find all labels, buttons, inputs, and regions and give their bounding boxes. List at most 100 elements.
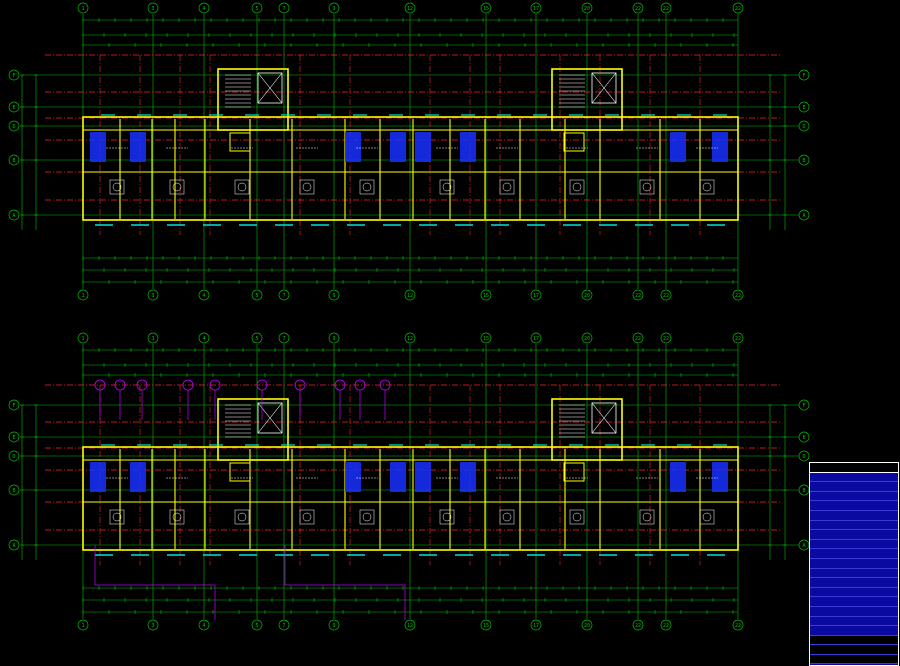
grid-bubble-number	[328, 332, 340, 344]
fixture-circle	[642, 182, 652, 192]
schedule-cell	[810, 529, 840, 540]
schedule-cell	[810, 539, 840, 550]
grid-bubble-label: A	[802, 543, 805, 549]
bathroom-fill	[345, 132, 361, 162]
grid-bubble-number	[480, 2, 492, 14]
schedule-cell	[839, 587, 869, 598]
grid-bubble-label: 15	[483, 623, 489, 629]
bathroom-fill	[460, 462, 476, 492]
grid-bubble-number	[404, 332, 416, 344]
schedule-cell	[810, 500, 840, 511]
exterior-wall	[82, 446, 739, 551]
schedule-cell	[810, 491, 840, 502]
grid-bubble-label: B	[12, 488, 15, 494]
grid-bubble-label: 20	[584, 623, 590, 629]
schedule-row	[810, 616, 898, 627]
schedule-row	[810, 491, 898, 502]
grid-bubble-label: 3	[151, 336, 154, 342]
column-leader	[94, 545, 216, 620]
schedule-cell	[839, 635, 869, 646]
grid-bubble-label: 4	[202, 623, 205, 629]
grid-bubble-number	[732, 619, 744, 631]
fixture	[639, 509, 655, 525]
fixture-circle	[112, 512, 122, 522]
grid-bubble-label: 17	[533, 6, 539, 12]
elevator-car	[563, 132, 585, 152]
fixture	[109, 509, 125, 525]
grid-bubble-label: 1	[81, 336, 84, 342]
fixture	[299, 179, 315, 195]
fixture-circle	[702, 512, 712, 522]
grid-bubble-number	[328, 289, 340, 301]
fixture-circle	[302, 182, 312, 192]
grid-bubble-number	[732, 289, 744, 301]
fixture	[499, 509, 515, 525]
grid-bubble-label: 15	[483, 336, 489, 342]
bathroom-fill	[90, 462, 106, 492]
grid-bubble-number	[660, 332, 672, 344]
schedule-cell	[868, 635, 898, 646]
fixture	[439, 509, 455, 525]
grid-bubble-number	[251, 619, 263, 631]
grid-bubble-number	[480, 332, 492, 344]
grid-bubble-number	[251, 2, 263, 14]
grid-bubble-label: F	[802, 403, 805, 409]
grid-bubble-number	[404, 2, 416, 14]
bathroom-fill	[712, 132, 728, 162]
fixture	[234, 509, 250, 525]
schedule-cell	[810, 654, 840, 665]
schedule-cell	[839, 644, 869, 655]
fixture	[169, 509, 185, 525]
grid-bubble-label: B	[802, 158, 805, 164]
fixture	[569, 179, 585, 195]
elevator-shaft	[591, 402, 617, 434]
grid-bubble-label: 22	[663, 336, 669, 342]
elevator-cross	[257, 72, 283, 104]
grid-bubble-letter	[8, 484, 20, 496]
fixture-circle	[362, 512, 372, 522]
fixture	[569, 509, 585, 525]
grid-bubble-label: 22	[735, 623, 741, 629]
grid-bubble-label: 22	[663, 623, 669, 629]
grid-bubble-number	[147, 619, 159, 631]
grid-bubble-number	[530, 332, 542, 344]
fixture-circle	[302, 512, 312, 522]
grid-bubble-label: 15	[483, 293, 489, 299]
schedule-cell	[868, 491, 898, 502]
schedule-cell	[810, 587, 840, 598]
grid-bubble-number	[278, 2, 290, 14]
schedule-cell	[810, 481, 840, 492]
grid-bubble-letter	[8, 399, 20, 411]
grid-bubble-label: 9	[332, 336, 335, 342]
schedule-row	[810, 606, 898, 617]
schedule-row	[810, 644, 898, 655]
grid-bubble-label: 22	[635, 293, 641, 299]
grid-bubble-letter	[8, 154, 20, 166]
grid-bubble-label: 22	[735, 293, 741, 299]
exterior-wall	[82, 116, 739, 221]
grid-bubble-label: A	[802, 213, 805, 219]
grid-bubble-label: 17	[533, 336, 539, 342]
bathroom-fill	[90, 132, 106, 162]
bathroom-fill	[712, 462, 728, 492]
fixture-circle	[702, 182, 712, 192]
schedule-cell	[810, 635, 840, 646]
grid-bubble-label: 3	[151, 6, 154, 12]
bathroom-fill	[415, 462, 431, 492]
floor-schedule-table	[809, 462, 899, 666]
schedule-cell	[810, 577, 840, 588]
fixture-circle	[502, 182, 512, 192]
grid-bubble-letter	[798, 450, 810, 462]
fixture-circle	[502, 512, 512, 522]
schedule-row	[810, 472, 898, 483]
fixture-circle	[442, 512, 452, 522]
fixture	[639, 179, 655, 195]
schedule-cell	[839, 606, 869, 617]
schedule-row	[810, 529, 898, 540]
grid-bubble-label: 7	[282, 336, 285, 342]
grid-bubble-number	[581, 619, 593, 631]
fixture-circle	[362, 182, 372, 192]
grid-bubble-label: D	[802, 124, 805, 130]
schedule-cell	[868, 548, 898, 559]
